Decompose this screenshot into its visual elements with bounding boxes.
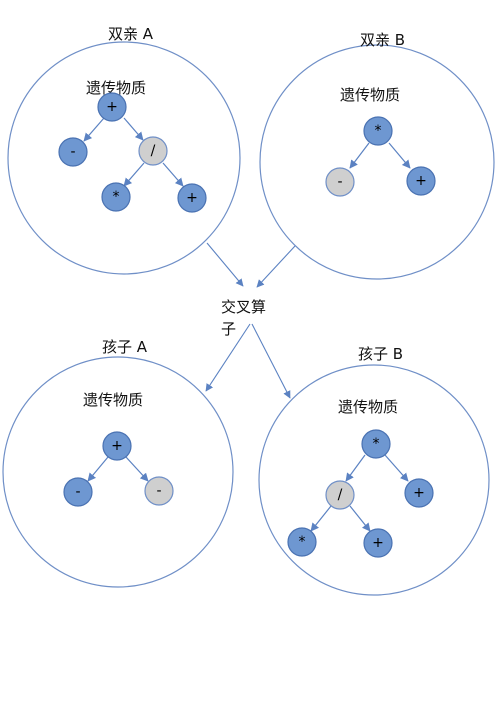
parent-b-node-left	[325, 167, 355, 197]
flow-parent-b-to-operator	[256, 245, 296, 288]
child-a-circle	[2, 356, 234, 588]
parent-a-edge-right-right	[162, 162, 184, 187]
parent-b-edge-root-left	[349, 142, 370, 169]
child-b-node-left-right-label: +	[372, 535, 384, 551]
parent-a-node-right-left-label: *	[113, 189, 120, 205]
parent-a-node-right-left	[101, 182, 131, 212]
child-a-title: 孩子 A	[102, 338, 148, 356]
child-a-node-left	[63, 477, 93, 507]
child-b-node-right-label: +	[413, 485, 425, 501]
parent-b-genetic-label: 遗传物质	[340, 86, 400, 104]
parent-a-edge-root-right	[123, 117, 144, 141]
child-a-edge-root-left	[87, 456, 109, 482]
parent-b-title: 双亲 B	[360, 31, 405, 49]
operator-label-line1: 交叉算	[221, 298, 266, 316]
child-b-node-left	[325, 480, 355, 510]
parent-a-node-right-right	[177, 183, 207, 213]
parent-a-genetic-label: 遗传物质	[86, 79, 146, 97]
parent-b-group: 双亲 B 遗传物质 * - +	[259, 31, 495, 280]
flow-parent-a-to-operator	[206, 242, 244, 287]
child-b-genetic-label: 遗传物质	[338, 398, 398, 416]
parent-a-circle	[7, 41, 241, 275]
child-b-node-left-left-label: *	[299, 534, 306, 550]
parent-b-edge-root-right	[388, 142, 411, 169]
parent-a-node-right-right-label: +	[186, 190, 198, 206]
child-a-node-right	[144, 476, 174, 506]
child-b-node-root	[361, 429, 391, 459]
parent-b-node-root-label: *	[375, 123, 382, 139]
child-a-node-left-label: -	[75, 484, 80, 500]
flow-operator-to-child-a	[205, 323, 251, 392]
parent-a-node-root	[97, 92, 127, 122]
flow-operator-to-child-b	[251, 323, 291, 399]
parent-b-node-left-label: -	[337, 174, 342, 190]
parent-a-edge-root-left	[83, 117, 105, 142]
parent-a-node-left	[58, 137, 88, 167]
child-b-group: 孩子 B 遗传物质 * / + * +	[258, 345, 490, 596]
parent-a-node-left-label: -	[70, 144, 75, 160]
parent-a-edge-right-left	[123, 162, 145, 187]
child-b-title: 孩子 B	[358, 345, 403, 363]
parent-a-node-right-label: /	[151, 143, 156, 159]
child-b-edge-left-left	[310, 505, 332, 532]
parent-b-node-root	[363, 116, 393, 146]
child-b-circle	[258, 364, 490, 596]
child-a-node-root	[102, 431, 132, 461]
child-a-edge-root-right	[125, 456, 149, 482]
child-b-node-right	[404, 478, 434, 508]
child-b-edge-root-left	[345, 454, 366, 482]
child-b-edge-root-right	[384, 454, 409, 482]
child-b-node-left-left	[287, 527, 317, 557]
child-a-group: 孩子 A 遗传物质 + - -	[2, 338, 234, 588]
parent-a-node-root-label: +	[106, 99, 118, 115]
crossover-flow: 交叉算 子	[205, 242, 296, 399]
child-b-node-left-right	[363, 528, 393, 558]
parent-b-node-right-label: +	[415, 173, 427, 189]
child-b-node-left-label: /	[338, 487, 343, 503]
child-b-node-root-label: *	[373, 436, 380, 452]
parent-b-node-right	[406, 166, 436, 196]
child-a-genetic-label: 遗传物质	[83, 391, 143, 409]
child-b-edge-left-right	[349, 505, 371, 532]
parent-a-node-right	[138, 136, 168, 166]
child-a-node-right-label: -	[156, 483, 161, 499]
child-a-node-root-label: +	[111, 438, 123, 454]
parent-b-circle	[259, 44, 495, 280]
parent-a-group: 双亲 A 遗传物质 + - / * +	[7, 25, 241, 275]
parent-a-title: 双亲 A	[108, 25, 154, 43]
operator-label-line2: 子	[221, 320, 236, 338]
